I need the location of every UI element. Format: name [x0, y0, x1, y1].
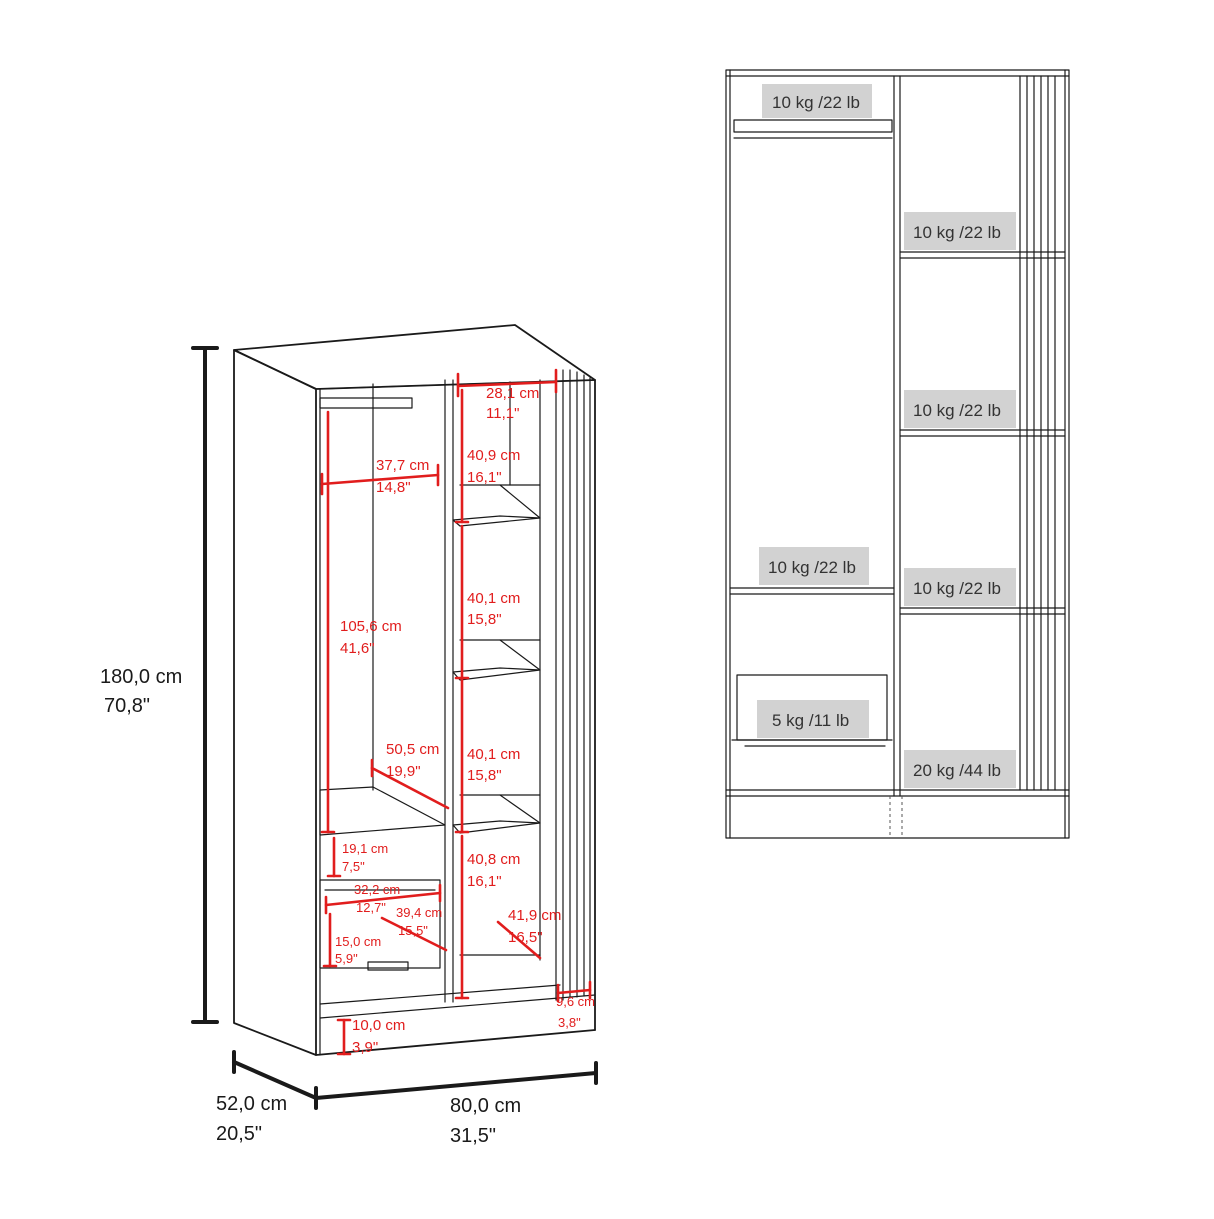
height-in-label: 70,8"	[104, 695, 150, 717]
depth-dim-line	[232, 1060, 318, 1100]
shelf-top-load-text: 10 kg /22 lb	[913, 223, 1001, 242]
shelf-mid-load-badge	[904, 390, 1016, 428]
shelf2-height-cm: 40,1 cm	[467, 590, 520, 607]
drawer-width-cm: 32,2 cm	[354, 882, 400, 897]
drawer-depth-cm: 39,4 cm	[396, 905, 442, 920]
depth-cm-label: 52,0 cm	[216, 1093, 287, 1115]
shelf-low-load-badge	[904, 568, 1016, 606]
hanging-width-cm: 37,7 cm	[376, 457, 429, 474]
drawer-load-text: 5 kg /11 lb	[772, 711, 849, 730]
drawer-height-in: 5,9"	[335, 951, 358, 966]
depth-in-label: 20,5"	[216, 1123, 262, 1145]
inner-depth-cm: 50,5 cm	[386, 741, 439, 758]
base-height-cm: 10,0 cm	[352, 1017, 405, 1034]
rod-load-text: 10 kg /22 lb	[772, 93, 860, 112]
wardrobe-perspective-view	[233, 324, 596, 1056]
drawer-depth-in: 15,5"	[398, 923, 428, 938]
height-cm-label: 180,0 cm	[100, 666, 182, 688]
hanging-height-in: 41,6"	[340, 640, 375, 657]
shelf-low-load-text: 10 kg /22 lb	[913, 579, 1001, 598]
bottom-load-badge	[904, 750, 1016, 788]
hanging-width-in: 14,8"	[376, 479, 411, 496]
drawer-space-in: 7,5"	[342, 859, 365, 874]
front-hanging-rod	[733, 119, 893, 133]
shelf1-height-cm: 40,9 cm	[467, 447, 520, 464]
panel-depth-in: 3,8"	[558, 1015, 581, 1030]
side-panel	[233, 349, 317, 1056]
bottom-load-text: 20 kg /44 lb	[913, 761, 1001, 780]
hanging-height-cm: 105,6 cm	[340, 618, 402, 635]
inner-dimensions: 28,1 cm 11,1" 40,9 cm 16,1" 37,7 cm 14,8…	[320, 368, 595, 1056]
inner-depth-in: 19,9"	[386, 763, 421, 780]
shelf4-height-in: 16,1"	[467, 873, 502, 890]
drawer-width-in: 12,7"	[356, 900, 386, 915]
shelf-depth-in: 16,5"	[508, 929, 543, 946]
panel-depth-cm: 9,6 cm	[556, 994, 595, 1009]
slatted-door	[555, 369, 591, 1001]
shelf1-height-in: 16,1"	[467, 469, 502, 486]
shelf3-height-cm: 40,1 cm	[467, 746, 520, 763]
hanging-rod	[319, 397, 413, 409]
shelf3-height-in: 15,8"	[467, 767, 502, 784]
shelf4-height-cm: 40,8 cm	[467, 851, 520, 868]
rod-load-badge	[762, 84, 872, 118]
width-dim-line	[314, 1071, 598, 1100]
base-height-in: 3,9"	[352, 1039, 378, 1056]
drawer	[319, 879, 441, 969]
left-shelf-load-badge	[759, 547, 869, 585]
shelf-width-cm: 28,1 cm	[486, 385, 539, 402]
front-outline	[725, 69, 1070, 839]
left-shelf	[319, 786, 446, 836]
wardrobe-front-view: 10 kg /22 lb 10 kg /22 lb 10 kg /22 lb 1…	[725, 69, 1070, 839]
shelf-top-load-badge	[904, 212, 1016, 250]
shelf-width-in: 11,1"	[486, 405, 519, 422]
left-shelf-load-text: 10 kg /22 lb	[768, 558, 856, 577]
shelf-depth-cm: 41,9 cm	[508, 907, 561, 924]
front-slats	[1019, 75, 1056, 791]
shelf-mid-load-text: 10 kg /22 lb	[913, 401, 1001, 420]
width-in-label: 31,5"	[450, 1125, 496, 1147]
drawer-space-cm: 19,1 cm	[342, 841, 388, 856]
shelf2-height-in: 15,8"	[467, 611, 502, 628]
top-panel	[233, 324, 596, 390]
drawer-height-cm: 15,0 cm	[335, 934, 381, 949]
drawer-load-badge	[757, 700, 869, 738]
overall-dimensions: 180,0 cm 70,8" 52,0 cm 20,5" 80,0 cm 31,…	[100, 346, 598, 1147]
width-cm-label: 80,0 cm	[450, 1095, 521, 1117]
